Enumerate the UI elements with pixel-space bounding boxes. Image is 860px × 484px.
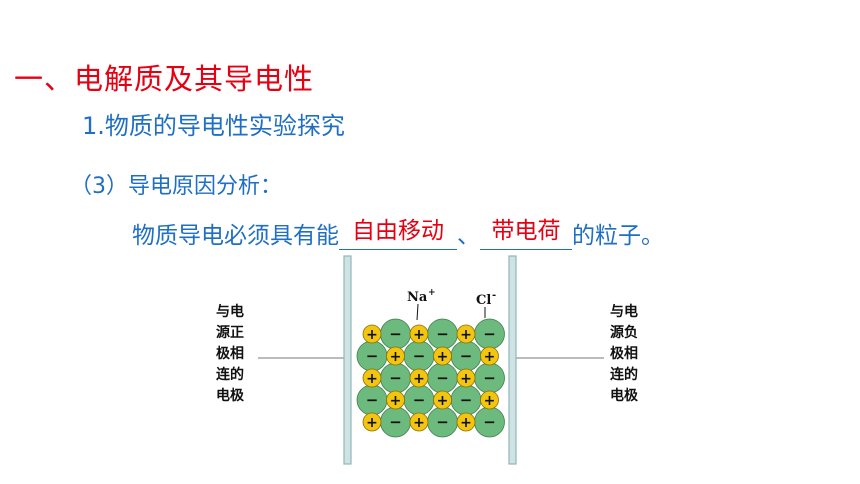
cation-pointer [416, 303, 419, 321]
svg-text:−: − [483, 413, 496, 431]
chloride-ion: − [427, 318, 458, 350]
svg-text:−: − [460, 391, 473, 409]
chloride-ion: − [380, 406, 411, 438]
sentence-end: 的粒子。 [572, 223, 664, 249]
sodium-ion: + [456, 412, 476, 432]
sodium-ion: + [433, 390, 452, 410]
cation-symbol: Na [407, 290, 428, 305]
electrolysis-diagram: 与电 源正 极相 连的 电极 与电 源负 极相 连的 电极 −−−−−−−−−−… [216, 255, 639, 465]
sodium-ion: + [409, 324, 429, 344]
right-label-line-3: 极相 [610, 345, 638, 362]
sodium-ion: + [433, 346, 452, 366]
chloride-ion: − [380, 362, 411, 394]
right-electrode-label: 与电 源负 极相 连的 电极 [610, 303, 639, 404]
svg-text:−: − [436, 369, 449, 387]
svg-text:−: − [413, 391, 426, 409]
page-title: 一、电解质及其导电性 [14, 62, 315, 96]
svg-text:+: + [437, 349, 449, 365]
left-label-line-1: 与电 [216, 303, 244, 320]
sodium-ion: + [362, 412, 382, 432]
svg-text:+: + [413, 327, 425, 343]
anion-charge: - [492, 290, 496, 301]
sodium-ion: + [456, 368, 476, 388]
cation-charge: + [428, 288, 436, 298]
svg-text:−: − [460, 347, 473, 365]
answer-blank-1: 自由移动 [339, 218, 457, 250]
chloride-ion: − [403, 384, 435, 416]
left-electrode-label: 与电 源正 极相 连的 电极 [216, 303, 245, 404]
svg-text:−: − [389, 369, 402, 387]
answer-1: 自由移动 [352, 218, 444, 244]
chloride-ion: − [403, 340, 435, 372]
svg-text:−: − [483, 325, 496, 343]
section-heading: （3）导电原因分析： [70, 174, 282, 199]
chloride-ion: − [356, 340, 388, 372]
sodium-ion: + [409, 368, 429, 388]
svg-text:+: + [413, 415, 425, 431]
chloride-ion: − [474, 318, 505, 350]
sodium-ion: + [386, 346, 405, 366]
svg-text:−: − [366, 347, 379, 365]
negative-electrode [508, 255, 517, 465]
svg-text:+: + [437, 393, 449, 409]
subheading: 1.物质的导电性实验探究 [82, 112, 345, 140]
svg-text:+: + [413, 371, 425, 387]
sodium-ion: + [362, 324, 382, 344]
svg-text:+: + [460, 415, 472, 431]
svg-text:−: − [483, 369, 496, 387]
right-label-line-2: 源负 [610, 324, 638, 341]
sodium-ion: + [409, 412, 429, 432]
right-label-line-4: 连的 [610, 366, 638, 383]
svg-text:+: + [460, 327, 472, 343]
svg-text:+: + [484, 393, 496, 409]
left-label-line-3: 极相 [216, 345, 244, 362]
chloride-ion: − [427, 406, 458, 438]
answer-2: 带电荷 [491, 218, 561, 244]
right-label-line-5: 电极 [610, 387, 639, 404]
chloride-ion: − [474, 406, 505, 438]
chloride-ion: − [356, 384, 388, 416]
ion-lattice: −−−−−−−−−−−−−−−+++++++++++++++ [356, 318, 505, 438]
anion-symbol: Cl [476, 293, 491, 308]
left-label-line-2: 源正 [216, 324, 244, 341]
chloride-ion: − [450, 340, 482, 372]
positive-electrode [343, 255, 352, 465]
svg-text:+: + [390, 349, 402, 365]
chloride-ion: − [427, 362, 458, 394]
chloride-ion: − [380, 318, 411, 350]
anion-label: Cl - [476, 290, 496, 318]
sentence-separator: 、 [457, 223, 480, 249]
svg-text:−: − [366, 391, 379, 409]
cation-label: Na + [407, 288, 436, 321]
svg-text:+: + [366, 371, 378, 387]
sentence-start: 物质导电必须具有能 [132, 223, 339, 249]
svg-text:−: − [389, 325, 402, 343]
chloride-ion: − [474, 362, 505, 394]
sodium-ion: + [386, 390, 405, 410]
svg-text:−: − [413, 347, 426, 365]
left-label-line-4: 连的 [216, 366, 244, 383]
svg-text:−: − [389, 413, 402, 431]
sodium-ion: + [362, 368, 382, 388]
chloride-ion: − [450, 384, 482, 416]
svg-text:−: − [436, 413, 449, 431]
svg-text:+: + [366, 415, 378, 431]
answer-blank-2: 带电荷 [480, 218, 572, 250]
sodium-ion: + [480, 390, 499, 410]
svg-text:+: + [460, 371, 472, 387]
fill-in-sentence: 物质导电必须具有能自由移动 、带电荷 的粒子。 [132, 216, 664, 250]
left-label-line-5: 电极 [216, 387, 245, 404]
sodium-ion: + [480, 346, 499, 366]
svg-text:+: + [366, 327, 378, 343]
svg-text:+: + [484, 349, 496, 365]
right-label-line-1: 与电 [610, 303, 638, 320]
sodium-ion: + [456, 324, 476, 344]
svg-text:−: − [436, 325, 449, 343]
svg-text:+: + [390, 393, 402, 409]
